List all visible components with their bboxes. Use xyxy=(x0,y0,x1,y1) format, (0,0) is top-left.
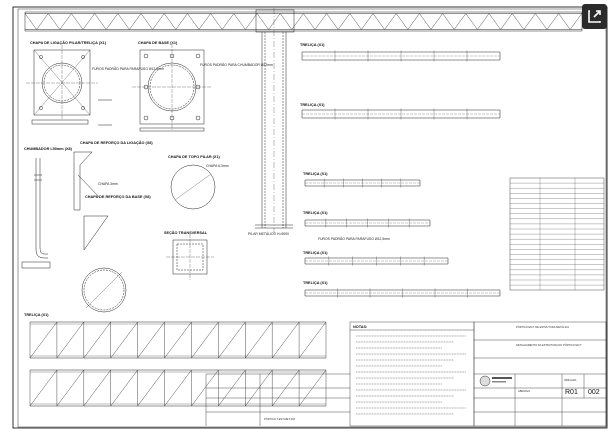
plate-6-3-note: CHAPA 6,3mm xyxy=(206,164,229,168)
plate-3mm-note: CHAPA 3mm xyxy=(98,182,118,186)
truss-label-6: TRELIÇA (X1) xyxy=(303,281,328,285)
title-main: PÓRTICO EM T DE ESTRUTURA METÁLICA xyxy=(516,324,569,329)
bottom-trusses xyxy=(29,321,327,407)
connection-plate-drawing xyxy=(26,45,112,126)
anchor-bolt-label: CHUMBADOR L50mm (X8) xyxy=(24,147,73,151)
anchor-hole-note: FUROS PADRÃO PARA CHUMBADOR Ø22mm xyxy=(200,62,273,67)
expand-icon-glyph xyxy=(588,10,601,23)
notes-block xyxy=(349,321,475,427)
company-logo xyxy=(479,375,512,387)
date-value: ABR/2024 xyxy=(518,389,530,393)
scale-value: INDICADA xyxy=(564,378,577,382)
title-sub: DETALHAMENTO DA ESTRUTURA DO PÓRTICO EM … xyxy=(516,342,582,347)
top-plate-drawing xyxy=(170,164,216,210)
bolt-hole-note-2: FUROS PADRÃO PARA PARAFUSO Ø12,5mm xyxy=(318,236,390,241)
column-label: PILAR METÁLICO H=5000 xyxy=(248,232,289,236)
sheet-value: 002 xyxy=(588,389,600,396)
reinforcement-base-label: CHAPA DE REFORÇO DA BASE (X8) xyxy=(85,195,151,199)
truss-label-3: TRELIÇA (X1) xyxy=(303,172,328,176)
base-plate-label: CHAPA DE BASE (X1) xyxy=(138,41,178,45)
top-truss xyxy=(24,11,583,32)
top-truss-diagonals xyxy=(24,13,582,30)
base-plate-drawing xyxy=(132,44,212,132)
notes-title: NOTAS: xyxy=(353,325,367,329)
drawing-number: PÓRTICO T-EST-MET-002 xyxy=(264,416,296,421)
reinforcement-plate-drawing xyxy=(73,151,127,313)
truss-label-2: TRELIÇA (X1) xyxy=(300,103,325,107)
truss-label-5: TRELIÇA (X1) xyxy=(303,251,328,255)
revision-value: R01 xyxy=(565,389,578,396)
reinforcement-connection-label: CHAPA DE REFORÇO DA LIGAÇÃO (X8) xyxy=(80,140,153,145)
cross-section-drawing xyxy=(166,234,214,280)
truss-elevations xyxy=(301,50,501,298)
column xyxy=(255,8,295,235)
title-block xyxy=(205,321,607,427)
truss-label-7: TRELIÇA (X1) xyxy=(24,313,49,317)
anchor-bolt-drawing xyxy=(21,158,51,269)
connection-plate-label: CHAPA DE LIGAÇÃO PILAR/TRELIÇA (X1) xyxy=(30,40,107,45)
top-plate-label: CHAPA DE TOPO PILAR (X1) xyxy=(168,155,221,159)
cross-section-label: SEÇÃO TRANSVERSAL xyxy=(164,230,208,235)
truss-label-4: TRELIÇA (X1) xyxy=(303,211,328,215)
truss-label-1: TRELIÇA (X1) xyxy=(300,43,325,47)
material-table xyxy=(509,177,605,291)
bolt-hole-note-1: FUROS PADRÃO PARA PARAFUSO Ø12,5mm xyxy=(92,66,164,71)
expand-icon[interactable] xyxy=(582,4,607,29)
